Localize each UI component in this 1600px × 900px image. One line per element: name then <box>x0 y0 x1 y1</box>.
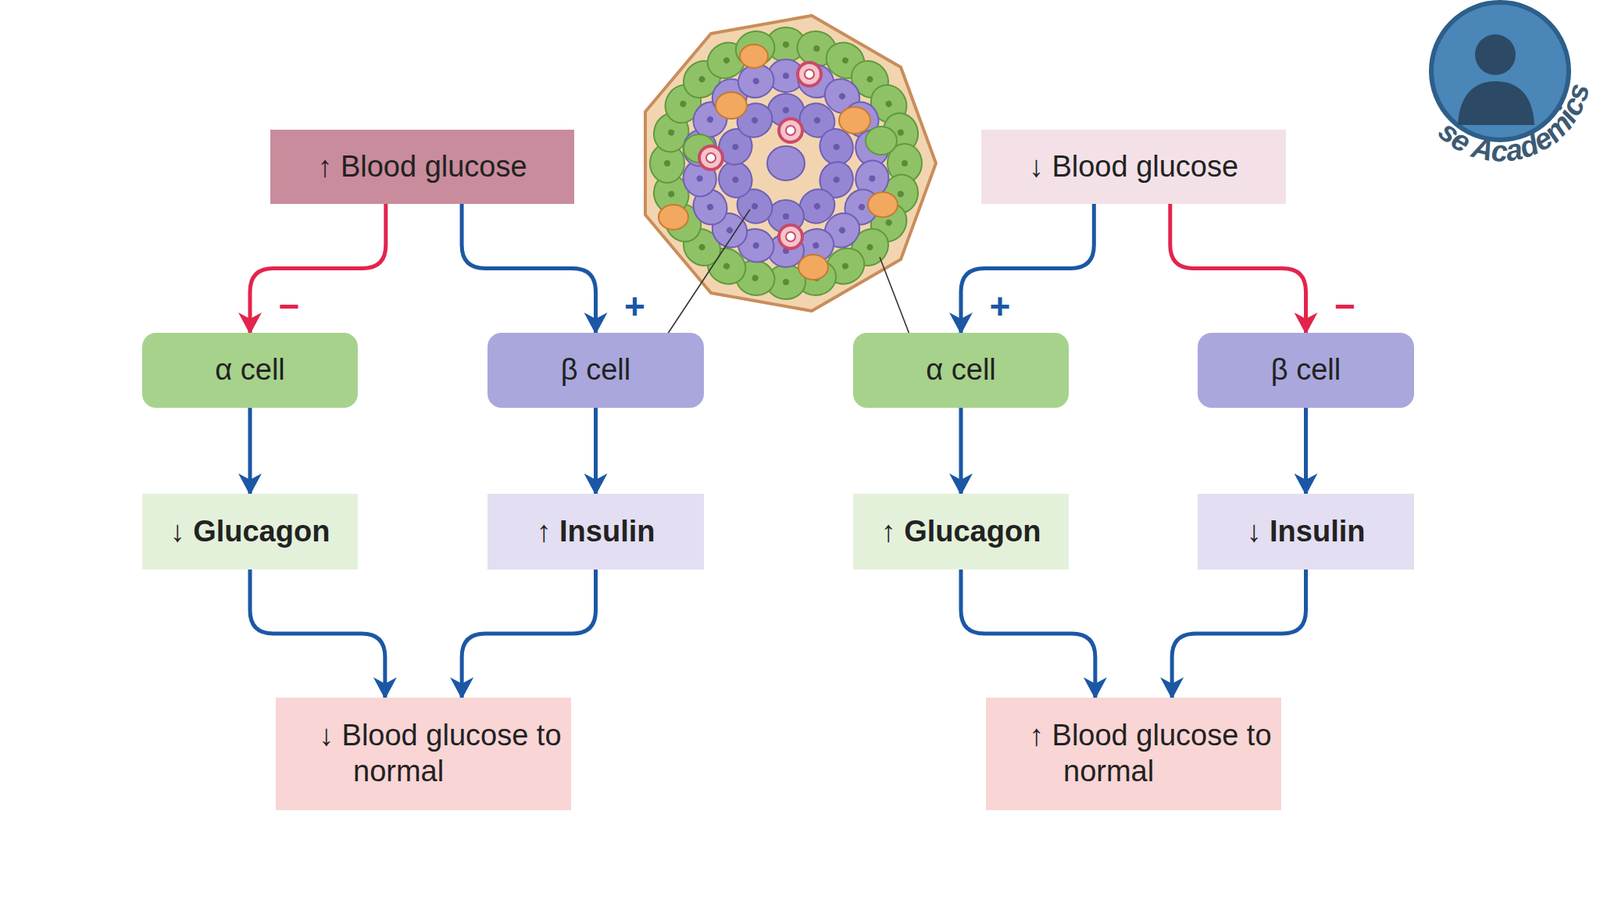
capillary-graphic <box>699 146 723 170</box>
condition-box: ↑ Blood glucose <box>270 129 575 204</box>
box-label: ↓ Insulin <box>1246 514 1366 550</box>
hormone-box: ↓ Glucagon <box>142 493 358 570</box>
box-label: ↑ Glucagon <box>881 514 1042 550</box>
box-label: ↓ Glucagon <box>170 514 331 550</box>
delta-cell-graphic <box>867 192 898 218</box>
edge-sign: + <box>989 288 1011 325</box>
cell-type-box: α cell <box>142 332 358 408</box>
delta-cell-graphic <box>715 92 747 119</box>
cell-type-box: β cell <box>1197 332 1415 408</box>
outcome-box: ↑ Blood glucose to normal <box>985 697 1282 811</box>
flow-arrow <box>1303 407 1308 494</box>
cell-type-box: β cell <box>487 332 704 408</box>
hormone-box: ↓ Insulin <box>1197 493 1415 570</box>
flow-arrow <box>248 407 253 494</box>
flow-arrow <box>960 569 1096 698</box>
edge-sign: + <box>624 288 646 325</box>
outcome-box: ↓ Blood glucose to normal <box>275 697 572 811</box>
flow-arrow <box>960 203 1094 333</box>
flow-arrow <box>959 407 964 494</box>
box-label: ↓ Blood glucose <box>1028 149 1239 186</box>
watermark-figure <box>1457 81 1535 125</box>
capillary-graphic <box>706 153 716 163</box>
delta-cell-graphic <box>798 254 829 280</box>
box-label: α cell <box>925 352 997 389</box>
hormone-box: ↑ Insulin <box>487 493 704 570</box>
capillary-graphic <box>778 225 803 249</box>
flow-arrow <box>461 203 596 333</box>
box-label: ↓ Blood glucose to normal <box>318 717 572 790</box>
flow-arrow <box>1170 203 1307 333</box>
edge-sign: − <box>278 288 300 325</box>
box-label: ↑ Insulin <box>536 514 656 550</box>
flow-arrow <box>1171 569 1306 698</box>
watermark-figure <box>1475 34 1516 75</box>
alpha-cell-graphic <box>865 126 897 155</box>
edge-sign: − <box>1334 288 1356 325</box>
box-label: β cell <box>560 352 631 389</box>
delta-cell-graphic <box>839 107 871 134</box>
hormone-box: ↑ Glucagon <box>853 493 1069 570</box>
flow-arrow <box>250 569 386 698</box>
islet-outline <box>645 15 936 311</box>
flow-arrow <box>250 203 386 333</box>
condition-box: ↓ Blood glucose <box>981 129 1286 204</box>
capillary-graphic <box>778 118 803 143</box>
watermark-text: se Academics <box>1432 79 1596 168</box>
box-label: ↑ Blood glucose <box>317 149 527 186</box>
delta-cell-graphic <box>739 44 768 68</box>
capillary-graphic <box>797 62 822 86</box>
flow-arrow <box>593 407 598 494</box>
watermark-text: se Academics <box>1432 79 1596 168</box>
delta-cell-graphic <box>658 204 689 230</box>
box-label: α cell <box>214 352 286 389</box>
box-label: β cell <box>1271 352 1341 389</box>
alpha-cell-graphic <box>732 26 779 70</box>
beta-cell-graphic <box>767 146 805 181</box>
capillary-graphic <box>785 232 796 242</box>
cell-type-box: α cell <box>853 332 1069 408</box>
flow-arrow <box>461 569 596 698</box>
capillary-graphic <box>785 125 796 136</box>
box-label: ↑ Blood glucose to normal <box>1028 717 1282 790</box>
capillary-graphic <box>804 69 815 79</box>
